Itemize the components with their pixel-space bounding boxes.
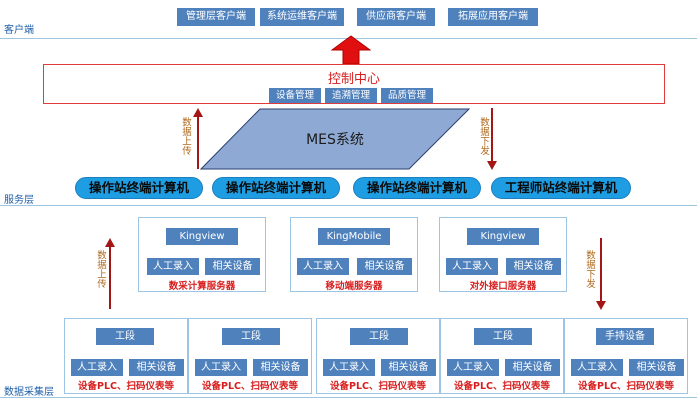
device-management-button[interactable]: 设备管理 (269, 88, 321, 103)
upload-label-2: 数据上传 (95, 250, 106, 288)
server-label: 对外接口服务器 (469, 281, 537, 292)
mes-parallelogram (200, 108, 470, 170)
related-devices-button[interactable]: 相关设备 (381, 359, 436, 376)
operator-terminal-1[interactable]: 操作站终端计算机 (75, 177, 203, 199)
kingview-button[interactable]: Kingview (166, 228, 238, 245)
related-devices-button[interactable]: 相关设备 (629, 359, 684, 376)
upload-label: 数据上传 (180, 117, 191, 155)
upload-arrow-icon (193, 108, 203, 169)
field-panel-1: 工段 人工录入 相关设备 设备PLC、扫码仪表等 (64, 318, 188, 394)
related-devices-button[interactable]: 相关设备 (506, 258, 561, 275)
server-panel-mobile: KingMobile 人工录入 相关设备 移动端服务器 (290, 217, 418, 292)
server-label: 移动端服务器 (325, 281, 383, 292)
data-layer-label: 数据采集层 (4, 387, 54, 398)
client-box-supplier: 供应商客户端 (357, 8, 435, 26)
server-panel-data: Kingview 人工录入 相关设备 数采计算服务器 (138, 217, 266, 292)
mes-label: MES系统 (306, 132, 364, 148)
download-label: 数据下发 (478, 117, 489, 155)
client-box-extension: 拓展应用客户端 (448, 8, 538, 26)
manual-entry-button[interactable]: 人工录入 (446, 258, 498, 275)
manual-entry-button[interactable]: 人工录入 (447, 359, 499, 376)
field-panel-2: 工段 人工录入 相关设备 设备PLC、扫码仪表等 (188, 318, 312, 394)
server-panel-interface: Kingview 人工录入 相关设备 对外接口服务器 (439, 217, 567, 292)
service-layer-label: 服务层 (4, 195, 34, 206)
field-panel-4: 工段 人工录入 相关设备 设备PLC、扫码仪表等 (440, 318, 564, 394)
client-box-management: 管理层客户端 (177, 8, 255, 26)
quality-management-button[interactable]: 品质管理 (381, 88, 433, 103)
field-device-label: 设备PLC、扫码仪表等 (578, 381, 674, 392)
server-label: 数采计算服务器 (168, 281, 236, 292)
client-box-ops: 系统运维客户端 (260, 8, 344, 26)
related-devices-button[interactable]: 相关设备 (253, 359, 308, 376)
related-devices-button[interactable]: 相关设备 (129, 359, 184, 376)
related-devices-button[interactable]: 相关设备 (205, 258, 260, 275)
data-layer-line (0, 397, 697, 398)
operator-terminal-3[interactable]: 操作站终端计算机 (353, 177, 481, 199)
up-arrow-icon (331, 35, 371, 65)
upload-arrow-icon-2 (105, 238, 115, 309)
section-button[interactable]: 工段 (474, 328, 532, 345)
download-arrow-icon (487, 108, 497, 170)
handheld-device-button[interactable]: 手持设备 (596, 328, 654, 345)
related-devices-button[interactable]: 相关设备 (357, 258, 412, 275)
operator-terminal-2[interactable]: 操作站终端计算机 (212, 177, 340, 199)
control-center-title: 控制中心 (327, 72, 380, 87)
field-device-label: 设备PLC、扫码仪表等 (202, 381, 298, 392)
download-label-2: 数据下发 (584, 250, 595, 288)
section-button[interactable]: 工段 (222, 328, 280, 345)
engineer-terminal[interactable]: 工程师站终端计算机 (491, 177, 631, 199)
field-device-label: 设备PLC、扫码仪表等 (330, 381, 426, 392)
related-devices-button[interactable]: 相关设备 (505, 359, 560, 376)
trace-management-button[interactable]: 追溯管理 (325, 88, 377, 103)
field-panel-handheld: 手持设备 人工录入 相关设备 设备PLC、扫码仪表等 (564, 318, 688, 394)
download-arrow-icon-2 (596, 238, 606, 310)
manual-entry-button[interactable]: 人工录入 (71, 359, 123, 376)
kingview-button[interactable]: Kingview (467, 228, 539, 245)
manual-entry-button[interactable]: 人工录入 (195, 359, 247, 376)
section-button[interactable]: 工段 (96, 328, 154, 345)
manual-entry-button[interactable]: 人工录入 (323, 359, 375, 376)
manual-entry-button[interactable]: 人工录入 (147, 258, 199, 275)
section-button[interactable]: 工段 (350, 328, 408, 345)
manual-entry-button[interactable]: 人工录入 (571, 359, 623, 376)
field-device-label: 设备PLC、扫码仪表等 (454, 381, 550, 392)
manual-entry-button[interactable]: 人工录入 (297, 258, 349, 275)
kingmobile-button[interactable]: KingMobile (318, 228, 390, 245)
field-device-label: 设备PLC、扫码仪表等 (78, 381, 174, 392)
control-center-panel: 控制中心 设备管理 追溯管理 品质管理 (43, 64, 665, 104)
field-panel-3: 工段 人工录入 相关设备 设备PLC、扫码仪表等 (316, 318, 440, 394)
service-layer-line (0, 205, 697, 206)
client-layer-label: 客户端 (4, 25, 34, 36)
